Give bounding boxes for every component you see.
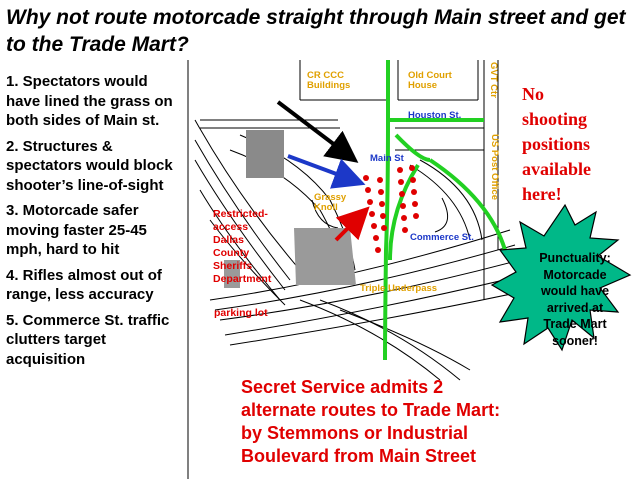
red-arrow <box>334 206 370 242</box>
building-block-small <box>224 260 240 288</box>
reason-1: 1. Spectators would have lined the grass… <box>6 73 173 129</box>
slide-title: Why not route motorcade straight through… <box>6 6 626 56</box>
map-label-commerce-st: Commerce St. <box>410 232 474 243</box>
map-label-gvt-ctr: GVT Ctr <box>488 62 499 98</box>
punctuality-star <box>490 203 632 352</box>
map-outline <box>187 60 531 479</box>
punctuality-text: Punctuality: Motorcade would have arrive… <box>539 251 611 348</box>
reason-3: 3. Motorcade safer moving faster 25-45 m… <box>6 202 147 258</box>
parking-lot-area <box>294 228 356 285</box>
map-label-main-st: Main St <box>370 153 404 164</box>
map-label-houston-st: Houston St. <box>408 110 462 121</box>
black-arrow <box>276 100 359 163</box>
secret-service-caption: Secret Service admits 2 alternate routes… <box>241 377 501 466</box>
map-label-triple-underpass: Triple Underpass <box>360 283 438 294</box>
map-label-old-court-house: Old Court House <box>408 70 452 91</box>
spectator-dots <box>363 165 419 253</box>
parking-lot-label: parking lot <box>214 307 268 319</box>
reasons-list: 1. Spectators would have lined the grass… <box>6 72 186 375</box>
reason-5: 5. Commerce St. traffic clutters target … <box>6 311 170 368</box>
map-label-cr-buildings: CR CCC Buildings <box>307 70 351 91</box>
building-block <box>246 130 284 178</box>
map-label-us-post-office: US Post Office <box>489 134 500 200</box>
reason-2: 2. Structures & spectators would block s… <box>6 137 173 194</box>
restricted-access-label: Restricted- access Dallas County Sheriff… <box>213 208 272 285</box>
blue-arrow <box>287 154 366 189</box>
reason-4: 4. Rifles almost out of range, less accu… <box>6 266 162 304</box>
green-route <box>383 60 507 361</box>
map-label-grassy-knoll: Grassy Knoll <box>314 192 347 213</box>
no-shooting-positions-text: No shooting positions available here! <box>522 84 592 204</box>
